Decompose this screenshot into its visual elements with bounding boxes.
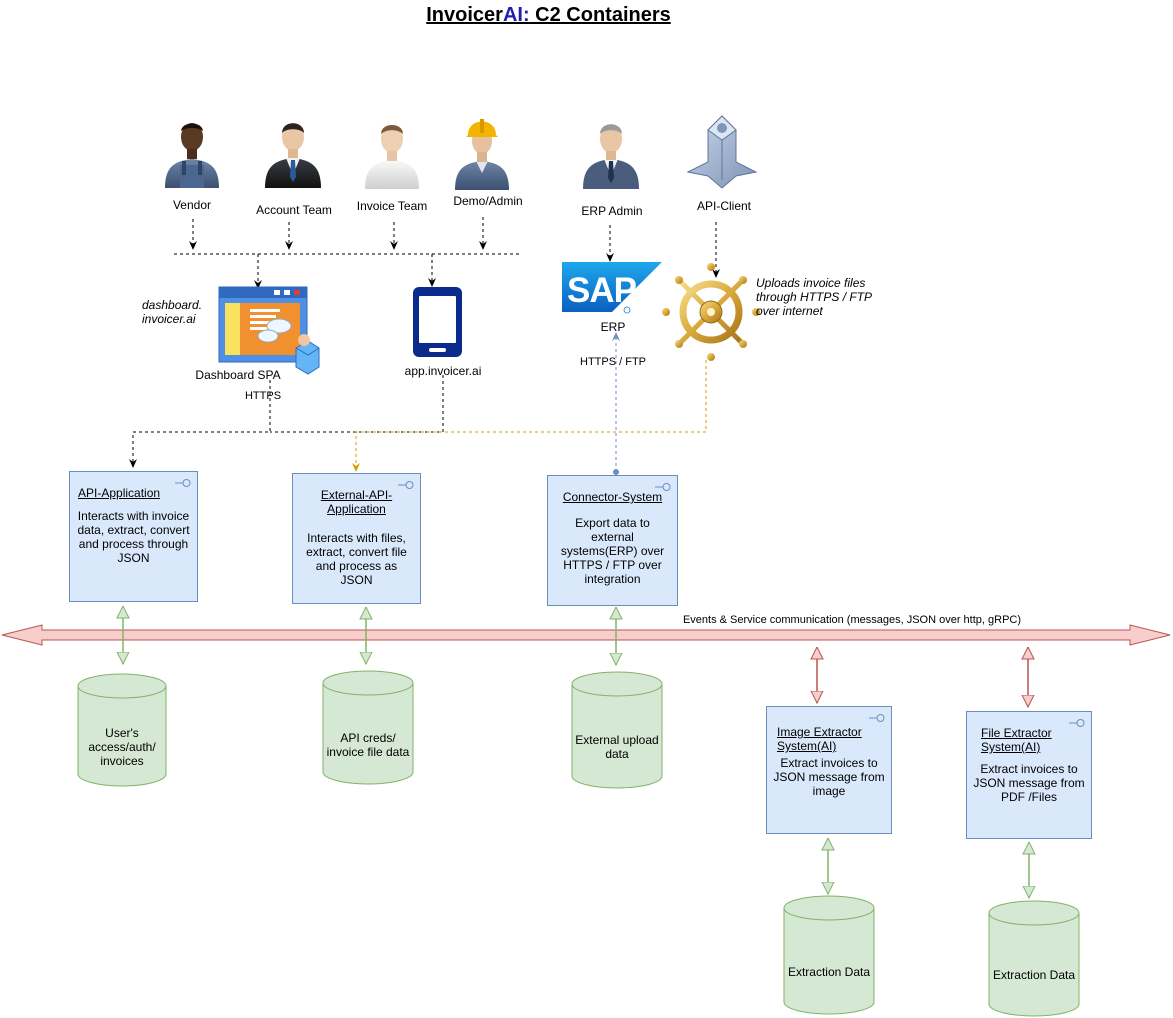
- mobile-phone-icon: [413, 287, 462, 357]
- database-cylinder: [322, 670, 414, 785]
- container-description: Extract invoices to JSON message from im…: [773, 756, 885, 798]
- sap-logo-icon: SAP: [562, 262, 662, 314]
- event-bus-label: Events & Service communication (messages…: [682, 614, 1022, 626]
- actor-label-api-client: API-Client: [696, 199, 752, 213]
- database-cylinder: [571, 671, 663, 789]
- dashboard-caption: dashboard. invoicer.ai: [142, 298, 203, 326]
- web-dashboard-icon: [218, 286, 320, 375]
- component-icon: [869, 714, 885, 722]
- green-links: [123, 606, 1029, 898]
- actor-label-demo-admin: Demo/Admin: [453, 194, 523, 208]
- container-description: Interacts with files, extract, convert f…: [306, 531, 407, 587]
- event-bus-arrow: [1, 624, 1171, 646]
- database-cylinder: [77, 673, 167, 787]
- container-name: File Extractor System(AI): [981, 726, 1052, 754]
- client-connectors: [129, 332, 707, 475]
- dashboard-spa-label: Dashboard SPA: [195, 368, 281, 382]
- container-api-application[interactable]: API-Application Interacts with invoice d…: [69, 471, 198, 602]
- hardhat-person-icon: [455, 119, 509, 190]
- database-label: External upload data: [575, 733, 659, 761]
- container-image-extractor[interactable]: Image Extractor System(AI) Extract invoi…: [766, 706, 892, 834]
- person-icon: [365, 125, 419, 189]
- ship-helm-icon: [662, 263, 760, 361]
- red-links: [817, 647, 1028, 707]
- database-cylinder: [783, 895, 875, 1015]
- component-icon: [175, 479, 191, 487]
- container-description: Export data to external systems(ERP) ove…: [560, 516, 665, 586]
- sap-logo-text: SAP: [567, 271, 637, 310]
- business-person-icon: [265, 123, 321, 188]
- database-label: Extraction Data: [992, 968, 1076, 982]
- page-title: InvoicerAI: C2 Containers: [426, 4, 671, 26]
- actor-label-account-team: Account Team: [256, 203, 332, 217]
- database-cylinder: [988, 900, 1080, 1017]
- component-icon: [655, 483, 671, 491]
- actor-arrows: [174, 217, 720, 289]
- dashboard-protocol-label: HTTPS: [244, 390, 282, 402]
- erp-label: ERP: [600, 320, 626, 334]
- container-description: Interacts with invoice data, extract, co…: [77, 509, 190, 565]
- component-icon: [398, 481, 414, 489]
- container-file-extractor[interactable]: File Extractor System(AI) Extract invoic…: [966, 711, 1092, 839]
- helm-upload-note: Uploads invoice files through HTTPS / FT…: [756, 276, 873, 318]
- container-connector-system[interactable]: Connector-System Export data to external…: [547, 475, 678, 606]
- erp-protocol-label: HTTPS / FTP: [580, 356, 646, 368]
- container-name: Connector-System: [562, 490, 663, 504]
- worker-person-icon: [165, 123, 219, 188]
- database-label: User's access/auth/ invoices: [88, 726, 156, 768]
- actor-label-invoice-team: Invoice Team: [356, 199, 428, 213]
- container-external-api-application[interactable]: External-API-Application Interacts with …: [292, 473, 421, 604]
- business-person-icon: [583, 124, 639, 189]
- database-label: Extraction Data: [787, 965, 871, 979]
- server-node-icon: [686, 115, 758, 189]
- container-name: API-Application: [78, 486, 161, 500]
- actor-label-erp-admin: ERP Admin: [581, 204, 643, 218]
- component-icon: [1069, 719, 1085, 727]
- container-name: External-API-Application: [320, 488, 393, 516]
- actor-label-vendor: Vendor: [172, 198, 212, 212]
- container-name: Image Extractor System(AI): [777, 725, 862, 753]
- database-label: API creds/ invoice file data: [326, 731, 410, 759]
- mobile-app-label: app.invoicer.ai: [404, 364, 482, 378]
- container-description: Extract invoices to JSON message from PD…: [973, 762, 1085, 804]
